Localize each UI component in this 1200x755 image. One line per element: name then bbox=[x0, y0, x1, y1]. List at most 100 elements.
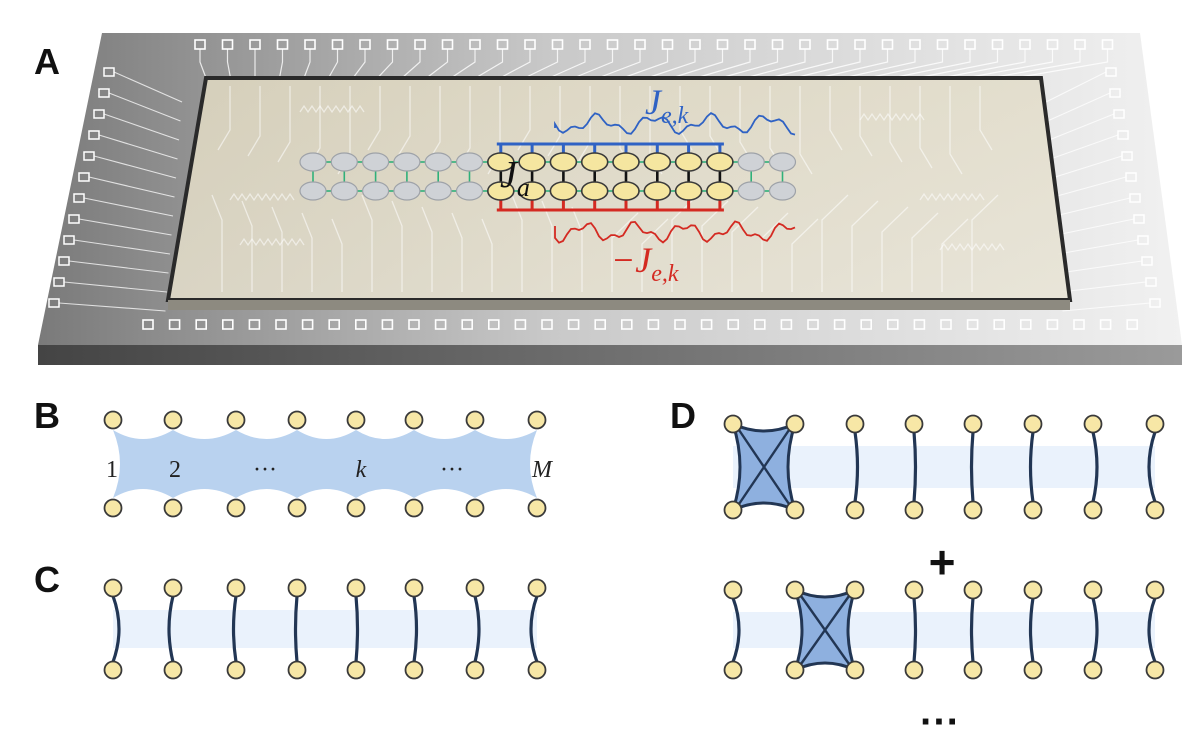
bond-pad bbox=[275, 319, 287, 330]
fanout-trace bbox=[103, 113, 180, 141]
panel-a: A Je,k −Je,k Ja bbox=[34, 33, 1182, 365]
bond-pad bbox=[195, 319, 207, 330]
panel-letter-c: C bbox=[34, 559, 60, 600]
wire-bottom bbox=[511, 194, 523, 292]
fanout-trace bbox=[499, 49, 531, 79]
qubit bbox=[549, 152, 578, 172]
dimer-bond bbox=[1028, 430, 1035, 504]
wire-bottom bbox=[391, 200, 403, 292]
faint-band bbox=[733, 446, 1155, 488]
bond-pad bbox=[567, 319, 580, 330]
qubit bbox=[465, 498, 485, 518]
qubit bbox=[963, 500, 983, 520]
fanout-trace bbox=[695, 49, 751, 79]
qubit bbox=[299, 181, 327, 201]
qubit bbox=[424, 152, 452, 172]
fanout-trace bbox=[1056, 218, 1135, 236]
dimer-bond bbox=[969, 430, 975, 504]
dimer-bond bbox=[1147, 430, 1157, 504]
dimer-bond bbox=[912, 430, 918, 504]
bond-pad bbox=[674, 319, 686, 330]
qubit bbox=[723, 500, 743, 520]
qubit bbox=[785, 580, 805, 600]
fanout-trace bbox=[1059, 260, 1143, 274]
wire-bottom bbox=[421, 206, 433, 292]
qubit bbox=[527, 578, 547, 598]
fanout-trace bbox=[744, 49, 806, 79]
rung-label-1: 1 bbox=[106, 457, 118, 483]
qubit bbox=[1023, 580, 1043, 600]
fanout-trace bbox=[352, 49, 366, 79]
fanout-trace bbox=[377, 49, 394, 79]
fanout-trace bbox=[573, 49, 614, 79]
dimer-bond bbox=[412, 594, 419, 664]
qubit bbox=[845, 414, 865, 434]
qubit bbox=[768, 152, 797, 172]
fanout-trace bbox=[58, 302, 166, 312]
bond-pad bbox=[886, 319, 899, 330]
qubit bbox=[785, 500, 805, 520]
fanout-trace bbox=[401, 49, 421, 79]
panel-letter-a: A bbox=[34, 41, 60, 82]
qubit bbox=[527, 410, 547, 430]
dimer-bond bbox=[473, 594, 481, 664]
qubit bbox=[963, 580, 983, 600]
qubit bbox=[404, 660, 424, 680]
wire-top bbox=[829, 86, 843, 151]
dimer-bond bbox=[1147, 596, 1157, 664]
fanout-trace bbox=[646, 49, 696, 79]
qubit bbox=[785, 660, 805, 680]
panel-d: D + ··· bbox=[670, 395, 1165, 744]
chip-edge bbox=[38, 345, 1182, 365]
bond-pad bbox=[727, 319, 740, 330]
faint-band bbox=[733, 612, 1155, 648]
qubit bbox=[723, 660, 743, 680]
panel-letter-d: D bbox=[670, 395, 696, 436]
qubit bbox=[706, 152, 734, 172]
bond-pad bbox=[1019, 319, 1032, 330]
panel-letter-b: B bbox=[34, 395, 60, 436]
fanout-trace bbox=[327, 49, 339, 79]
bond-pad bbox=[647, 319, 660, 330]
wire-bottom bbox=[881, 206, 909, 292]
wire-top bbox=[919, 86, 933, 169]
wire-bottom bbox=[451, 212, 463, 292]
wire-bottom bbox=[571, 206, 583, 292]
rung-label-dots-1: ··· bbox=[253, 457, 277, 483]
bond-pad bbox=[541, 319, 553, 330]
wire-bottom bbox=[911, 212, 939, 292]
dimer-ladder-d-bottom bbox=[723, 580, 1165, 680]
label-j-a-sub: a bbox=[517, 173, 530, 202]
qubit bbox=[845, 580, 865, 600]
bond-pad bbox=[620, 319, 633, 330]
qubit bbox=[904, 414, 924, 434]
qubit bbox=[299, 152, 327, 172]
bond-pad bbox=[700, 319, 713, 330]
wire-top bbox=[577, 86, 591, 163]
dimer-bond bbox=[1028, 596, 1035, 664]
qubit bbox=[424, 181, 452, 201]
qubit bbox=[1145, 414, 1165, 434]
fanout-trace bbox=[940, 49, 1026, 79]
entanglement-band bbox=[113, 430, 537, 498]
qubit bbox=[643, 152, 672, 172]
qubit bbox=[465, 410, 485, 430]
wire-bottom bbox=[851, 200, 879, 292]
wire-meander bbox=[919, 192, 985, 202]
qubit bbox=[163, 410, 183, 430]
fanout-trace bbox=[199, 49, 207, 79]
qubit bbox=[287, 578, 307, 598]
bond-pad bbox=[807, 319, 819, 330]
dimer-bond bbox=[529, 594, 539, 664]
qubit bbox=[706, 181, 734, 201]
qubit bbox=[904, 500, 924, 520]
bond-pad bbox=[940, 319, 952, 330]
fanout-trace bbox=[68, 260, 169, 274]
label-j-a-base: J bbox=[500, 154, 519, 196]
bond-pad bbox=[487, 319, 500, 330]
bond-pad bbox=[514, 319, 527, 330]
qubit bbox=[1023, 414, 1043, 434]
qubit bbox=[1083, 580, 1103, 600]
qubit bbox=[527, 660, 547, 680]
qubit bbox=[226, 660, 246, 680]
